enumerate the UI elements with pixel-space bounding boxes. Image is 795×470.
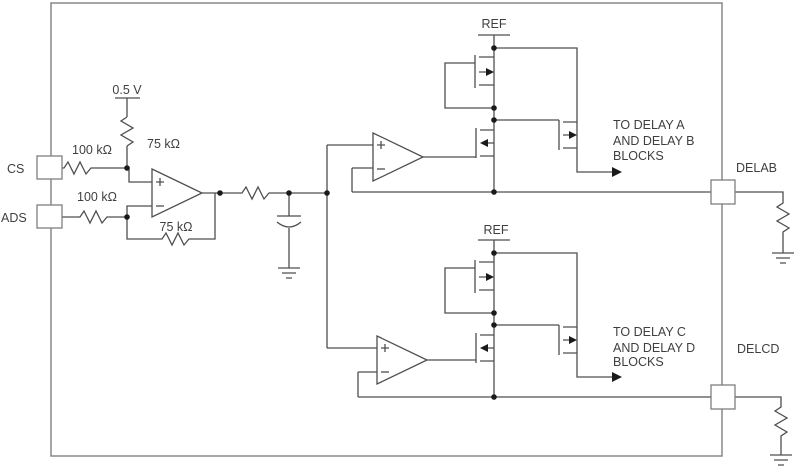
ground-icon — [278, 267, 300, 279]
wire-cs-to-plus — [127, 167, 152, 183]
fet-output-lead — [576, 353, 612, 378]
external-resistor-delcd — [735, 396, 789, 455]
wire-minus-lead-upper — [351, 167, 373, 192]
comparator-upper — [372, 131, 425, 183]
delay-ab-note-line1: TO DELAY A — [613, 118, 685, 132]
fet-diode-loop — [444, 267, 494, 314]
opamp-triangle — [151, 167, 204, 219]
fet-arrow-icon — [486, 273, 494, 281]
comparator-plus-sign — [377, 141, 385, 149]
comparator-plus-sign — [381, 344, 389, 352]
delay-ab-note-line3: BLOCKS — [613, 149, 664, 163]
resistor-100k-cs — [62, 160, 127, 176]
delay-cd-note-line1: TO DELAY C — [613, 325, 686, 339]
lower-delay-driver-block — [327, 239, 711, 398]
signal-arrow-icon — [612, 167, 622, 177]
delay-ab-note-line2: AND DELAY B — [613, 134, 695, 148]
supply-voltage-label: 0.5 V — [112, 83, 142, 97]
fet-diode-loop — [444, 62, 494, 109]
fet-channel — [480, 334, 495, 362]
pin-ads — [36, 204, 63, 229]
junction-dots — [124, 45, 497, 400]
fet-channel — [479, 56, 495, 86]
ground-icon — [770, 454, 792, 466]
wire-ads-to-minus — [126, 205, 152, 217]
resistor-label-100k-ads: 100 kΩ — [77, 190, 117, 204]
pin-cs — [36, 155, 63, 180]
opamp-plus-sign — [156, 178, 164, 186]
comparator-lower — [376, 334, 429, 386]
external-resistor-delab — [735, 191, 791, 253]
fet-channel — [563, 121, 578, 149]
resistor-75k-feedback — [126, 193, 216, 247]
driver-fet-upper — [475, 128, 495, 192]
ground-icon — [772, 252, 794, 264]
mirror-diode-fet-upper — [444, 55, 495, 109]
fet-output-lead — [576, 148, 612, 173]
signal-arrow-icon — [612, 372, 622, 382]
delcd-external-network — [735, 396, 792, 466]
resistor-label-100k-cs: 100 kΩ — [72, 143, 112, 157]
filter-capacitor — [276, 193, 302, 279]
fet-arrow-icon — [480, 344, 488, 352]
output-fet-upper — [558, 120, 622, 177]
wire-ref-to-output-fet-upper — [494, 47, 578, 122]
wire-minus-lead-lower — [357, 371, 377, 397]
ref-label-lower: REF — [484, 223, 509, 237]
supply-bar — [115, 97, 140, 117]
output-fet-lower — [558, 325, 622, 382]
comparator-triangle — [372, 131, 425, 183]
comparator-triangle — [376, 334, 429, 386]
pin-label-delcd: DELCD — [737, 342, 779, 356]
wire-ref-to-output-fet-lower — [494, 252, 578, 327]
pin-label-cs: CS — [7, 162, 24, 176]
fet-channel — [563, 326, 578, 354]
pin-delcd — [710, 384, 736, 410]
fet-channel — [480, 129, 495, 157]
driver-fet-lower — [475, 333, 495, 397]
capacitor-curved-plate — [276, 221, 302, 228]
pin-delab — [710, 179, 736, 205]
mirror-diode-fet-lower — [444, 260, 495, 314]
fet-arrow-icon — [486, 68, 494, 76]
pin-label-delab: DELAB — [736, 161, 777, 175]
delay-cd-note-line3: BLOCKS — [613, 355, 664, 369]
series-resistor — [202, 185, 327, 201]
input-opamp-stage — [62, 97, 328, 348]
delab-external-network — [735, 191, 794, 264]
fet-arrow-icon — [569, 131, 577, 139]
resistor-75k-supply — [119, 116, 135, 168]
resistor-label-75k-supply: 75 kΩ — [147, 137, 180, 151]
chip-boundary-box — [50, 2, 723, 457]
fet-arrow-icon — [480, 139, 488, 147]
ref-label-upper: REF — [482, 17, 507, 31]
resistor-100k-ads — [62, 209, 127, 225]
delay-cd-note-line2: AND DELAY D — [613, 341, 695, 355]
opamp — [151, 167, 204, 219]
resistor-label-75k-feedback: 75 kΩ — [160, 220, 193, 234]
fet-arrow-icon — [569, 336, 577, 344]
capacitor-top-plate — [277, 193, 301, 217]
pin-label-ads: ADS — [1, 211, 27, 225]
upper-delay-driver-block — [327, 34, 711, 193]
fet-channel — [479, 261, 495, 291]
